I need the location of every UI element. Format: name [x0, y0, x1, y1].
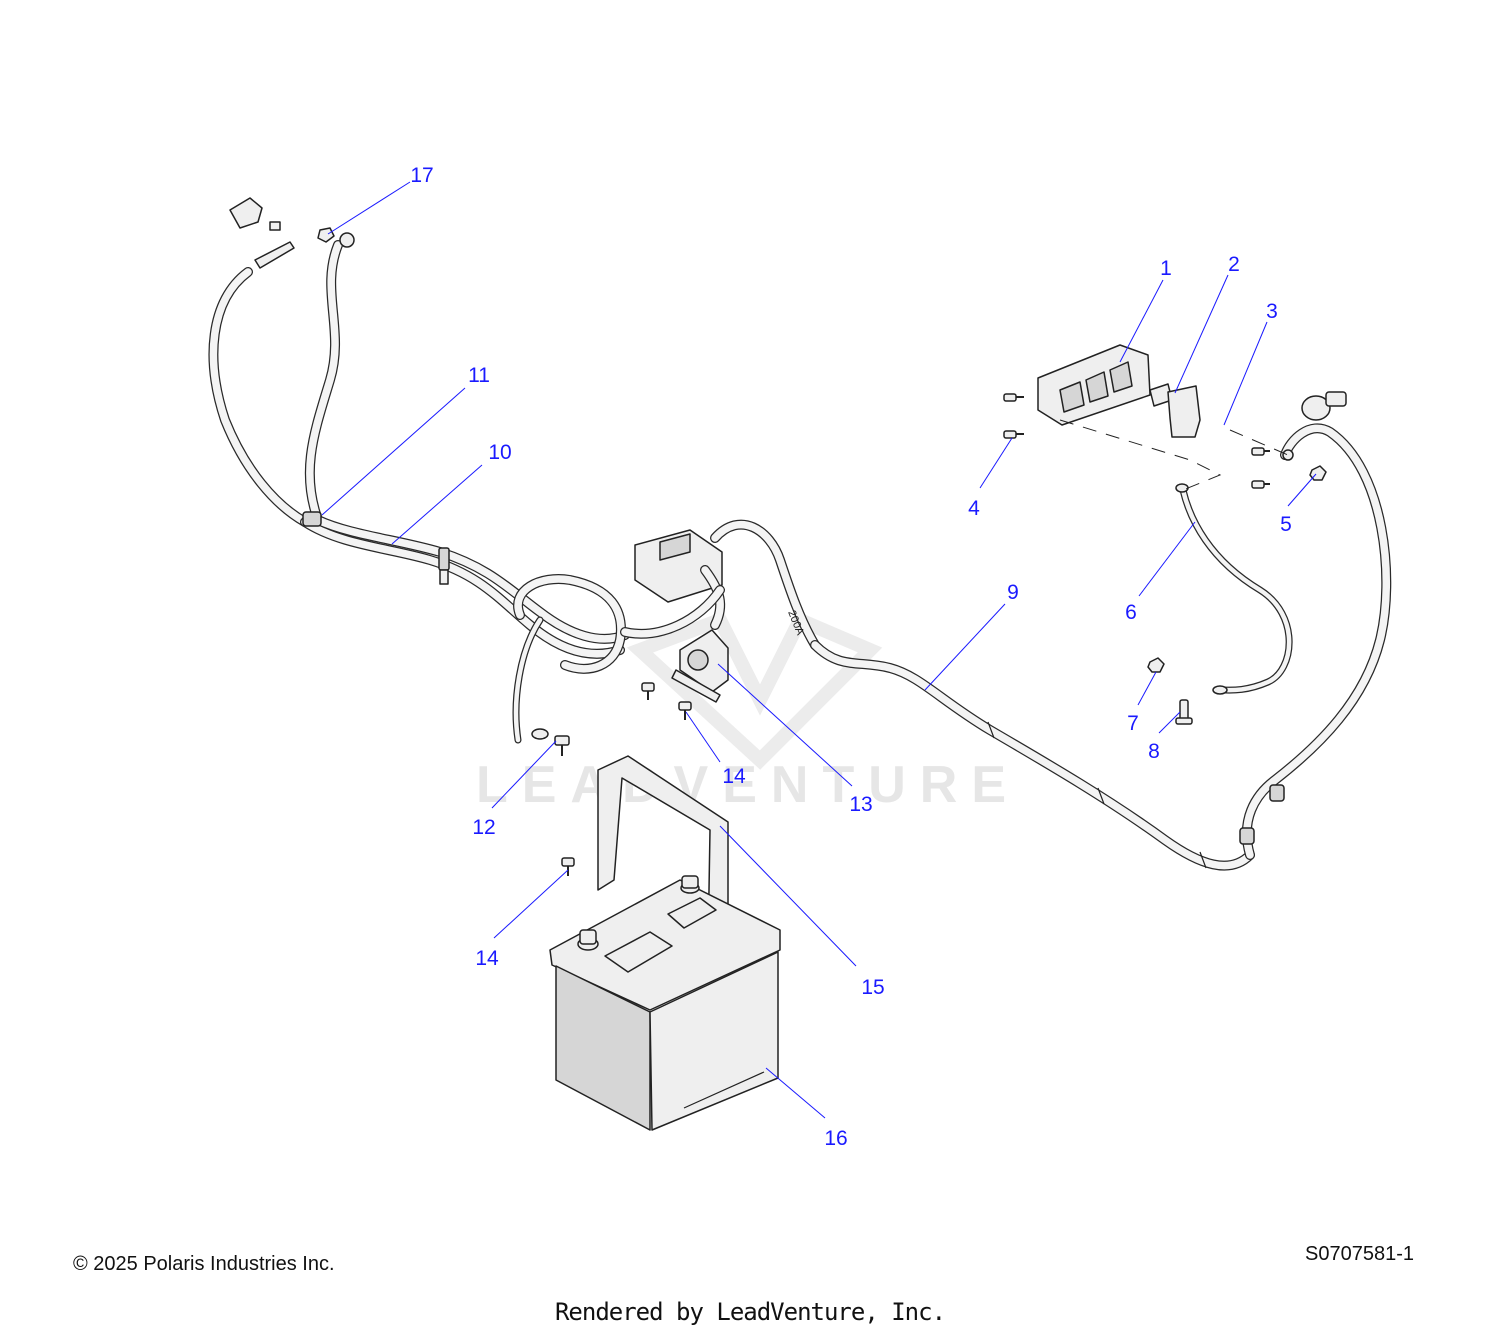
callout-4: 4	[968, 497, 980, 520]
battery	[549, 875, 781, 1131]
fuse-block-assembly	[1003, 344, 1327, 725]
callout-16: 16	[824, 1127, 847, 1150]
callouts: 1 2 3 4 5 6 7 8 9 10 11 12 13 14 14 15 1…	[410, 164, 1292, 1150]
callout-10: 10	[488, 441, 511, 464]
callout-1: 1	[1160, 257, 1172, 280]
screw	[1251, 480, 1270, 489]
callout-5: 5	[1280, 513, 1292, 536]
callout-9: 9	[1007, 581, 1019, 604]
callout-12: 12	[472, 816, 495, 839]
copyright-text: © 2025 Polaris Industries Inc.	[73, 1253, 335, 1275]
center-fuse-box: 200A	[620, 519, 820, 650]
main-cable	[810, 640, 1255, 871]
leader-lines	[321, 181, 1317, 1119]
left-cable-group	[208, 197, 630, 744]
watermark-text: LEADVENTURE	[476, 756, 1020, 814]
right-cable	[1239, 391, 1392, 860]
callout-15: 15	[861, 976, 884, 999]
callout-14b: 14	[475, 947, 499, 970]
solenoid-and-bolts	[554, 629, 729, 876]
callout-2: 2	[1228, 253, 1240, 276]
rendered-by-text: Rendered by LeadVenture, Inc.	[554, 1298, 946, 1326]
callout-3: 3	[1266, 300, 1278, 323]
screw	[1003, 430, 1024, 439]
callout-14a: 14	[722, 765, 746, 788]
drawing-id: S0707581-1	[1305, 1243, 1414, 1265]
callout-8: 8	[1148, 740, 1160, 763]
callout-13: 13	[849, 793, 872, 816]
callout-6: 6	[1125, 601, 1137, 624]
screw	[1251, 447, 1270, 456]
screw	[1003, 393, 1024, 402]
callout-17: 17	[410, 164, 433, 187]
callout-11: 11	[468, 364, 490, 387]
cable-6	[1175, 483, 1293, 695]
callout-7: 7	[1127, 712, 1139, 735]
